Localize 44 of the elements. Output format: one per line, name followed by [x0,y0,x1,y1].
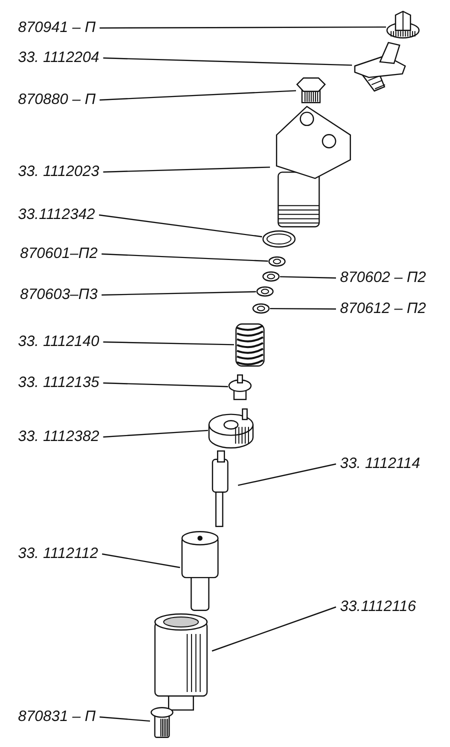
leader-line [103,430,208,438]
leader-line [100,716,150,722]
part-number: 33.1112116 [340,598,416,616]
leader-line [102,553,180,568]
plug-drawing [296,76,326,104]
leader-line [212,606,336,652]
part-number: 870601–П2 [20,245,98,263]
fitting-drawing [352,40,408,92]
part-number: 870941 – П [18,19,96,37]
part-number: 870612 – П2 [340,300,426,318]
part-number: 33. 1112114 [340,455,420,473]
leader-line [102,291,256,296]
sealing-ring-drawing [262,230,296,248]
leader-line [100,26,386,29]
nozzle-drawing [180,530,220,612]
part-number: 33. 1112023 [18,163,100,181]
part-number: 33. 1112204 [18,49,100,67]
part-number: 33. 1112140 [18,333,100,351]
leader-line [98,214,262,238]
leader-line [103,166,270,173]
leader-line [280,276,336,279]
spacer-disc-drawing [208,408,254,450]
washer-drawing [256,286,274,297]
washer-drawing [262,271,280,282]
leader-line [102,253,268,262]
leader-line [103,382,228,388]
part-number: 870831 – П [18,708,96,726]
washer-drawing [252,303,270,314]
part-number: 870603–П3 [20,286,98,304]
leader-line [270,308,336,310]
part-number: 870880 – П [18,91,96,109]
bushing-drawing [150,706,174,738]
part-number: 33.1112342 [18,206,96,224]
washer-drawing [268,256,286,267]
leader-line [100,90,296,101]
leader-line [103,341,234,346]
leader-line [238,463,336,486]
valve-drawing [228,374,252,400]
leader-line [103,57,352,66]
spring-drawing [234,322,266,368]
part-number: 870602 – П2 [340,269,426,287]
part-number: 33. 1112112 [18,545,98,563]
part-number: 33. 1112382 [18,428,100,446]
part-number: 33. 1112135 [18,374,100,392]
